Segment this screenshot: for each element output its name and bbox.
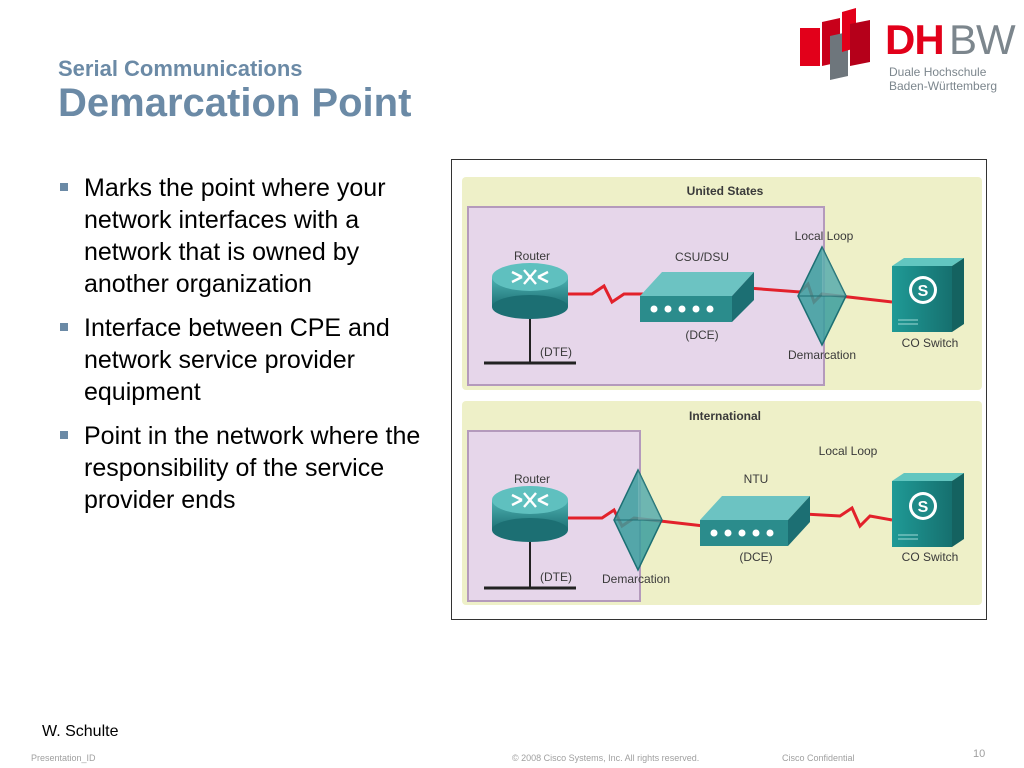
bullet-list: Marks the point where your network inter…: [56, 172, 448, 528]
bullet-text: Interface between CPE and network servic…: [84, 314, 390, 406]
link-router-device-icon: [564, 283, 644, 305]
bullet-text: Marks the point where your network inter…: [84, 174, 386, 298]
demarcation-label: Demarcation: [602, 572, 670, 586]
bullet-text: Point in the network where the responsib…: [84, 422, 421, 514]
co-switch-icon: [892, 473, 964, 547]
device-label: NTU: [744, 472, 769, 486]
logo-bw: BW: [949, 16, 1016, 63]
footer-author: W. Schulte: [42, 723, 119, 740]
footer-presentation-id: Presentation_ID: [31, 753, 96, 763]
dce-label: (DCE): [685, 328, 718, 342]
footer-confidential: Cisco Confidential: [782, 753, 855, 763]
bullet-marker-icon: [60, 431, 68, 439]
panel-title: International: [689, 409, 761, 423]
ntu-icon: [700, 496, 810, 546]
slide-title: Demarcation Point: [58, 81, 412, 125]
panel-title: United States: [687, 184, 764, 198]
bullet-marker-icon: [60, 183, 68, 191]
panel-united-states: United States Router (DTE): [462, 177, 982, 390]
csu-dsu-icon: [640, 272, 754, 322]
panel-international: International Router (DTE) Demarcation: [462, 401, 982, 605]
router-icon: [492, 263, 568, 319]
dhbw-logo-icon: [800, 8, 870, 80]
local-loop-label: Local Loop: [819, 444, 878, 458]
logo-line1: Duale Hochschule: [889, 65, 987, 79]
slide-subtitle: Serial Communications: [58, 56, 303, 81]
link-ntu-switch-icon: [803, 505, 893, 529]
demarcation-diamond-icon: [797, 245, 847, 347]
diagram-svg: United States Router (DTE): [462, 177, 982, 605]
router-label: Router: [514, 249, 550, 263]
co-switch-label: CO Switch: [902, 336, 959, 350]
bullet-item: Interface between CPE and network servic…: [56, 312, 448, 408]
dte-label: (DTE): [540, 345, 572, 359]
local-loop-label: Local Loop: [795, 229, 854, 243]
co-switch-icon: [892, 258, 964, 332]
router-icon: [492, 486, 568, 542]
demarcation-label: Demarcation: [788, 348, 856, 362]
dce-label: (DCE): [739, 550, 772, 564]
switch-glyph: S: [918, 499, 929, 516]
switch-glyph: S: [918, 283, 929, 300]
demarcation-diamond-icon: [613, 468, 663, 572]
bullet-item: Marks the point where your network inter…: [56, 172, 448, 300]
dhbw-logo: DH BW Duale Hochschule Baden-Württemberg: [796, 6, 1018, 100]
footer-copyright: © 2008 Cisco Systems, Inc. All rights re…: [512, 753, 700, 763]
page-number: 10: [973, 748, 986, 760]
router-label: Router: [514, 472, 550, 486]
device-label: CSU/DSU: [675, 250, 729, 264]
logo-line2: Baden-Württemberg: [889, 79, 998, 93]
demarcation-diagram: United States Router (DTE): [451, 159, 987, 620]
bullet-marker-icon: [60, 323, 68, 331]
co-switch-label: CO Switch: [902, 550, 959, 564]
dte-label: (DTE): [540, 570, 572, 584]
logo-dh: DH: [885, 16, 945, 63]
bullet-item: Point in the network where the responsib…: [56, 420, 448, 516]
